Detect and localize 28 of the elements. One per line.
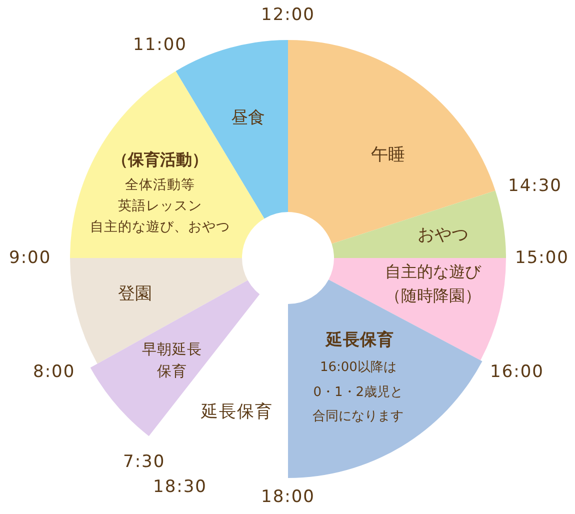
sector-heading: （保育活動） [112, 150, 208, 170]
sector-heading: 延長保育 [326, 330, 394, 350]
sector-label: 自主的な遊び（随時降園） [384, 261, 482, 307]
schedule-sector [70, 258, 248, 364]
sector-label: 昼食 [231, 108, 265, 129]
sector-text: 全体活動等 [125, 176, 195, 194]
time-label: 18:30 [153, 476, 207, 498]
schedule-sector [288, 40, 496, 244]
sector-text: 自主的な遊び、おやつ [90, 218, 230, 236]
sector-text: 英語レッスン [118, 198, 202, 214]
sector-label: 早朝延長保育 [142, 340, 202, 382]
sector-text: 16:00以降は0・1・2歳児と合同になります [312, 359, 404, 426]
time-label: 16:00 [490, 362, 544, 383]
time-label: 8:00 [33, 362, 76, 383]
schedule-sector [70, 71, 265, 258]
time-label: 9:00 [9, 248, 52, 269]
activity-label: 延長保育 [201, 402, 273, 423]
sector-label: 登園 [118, 284, 152, 305]
time-label: 7:30 [123, 452, 166, 473]
time-label: 12:00 [261, 4, 315, 26]
time-label: 11:00 [133, 34, 187, 56]
sector-label: おやつ [418, 224, 468, 246]
time-label: 18:00 [261, 486, 315, 508]
time-label: 15:00 [515, 248, 569, 269]
schedule-sector [331, 190, 506, 258]
schedule-sector [288, 279, 483, 478]
sector-label: 午睡 [371, 144, 405, 166]
time-label: 14:30 [508, 176, 562, 197]
